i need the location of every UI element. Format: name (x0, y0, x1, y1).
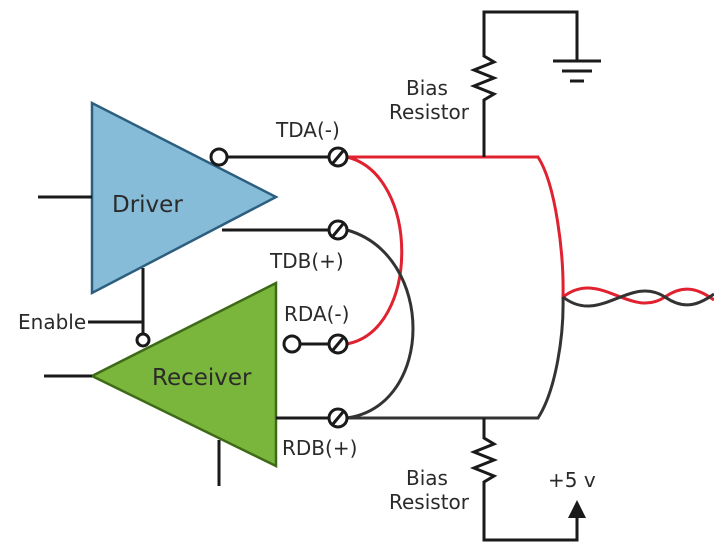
receiver-label: Receiver (152, 365, 252, 391)
top-bias-label-line1: Bias (406, 76, 448, 100)
top-bias-label-line2: Resistor (389, 100, 470, 124)
rda-label: RDA(-) (284, 302, 349, 326)
tda-label: TDA(-) (275, 118, 340, 142)
ground-icon (553, 59, 601, 83)
tdb-rdb-loop-wire (346, 228, 415, 420)
bus-b-wire (347, 296, 565, 420)
rdb-label: RDB(+) (282, 436, 357, 460)
twisted-pair-dark (562, 289, 714, 308)
inverting-bubble-icon (209, 147, 229, 167)
bottom-bias-label-line2: Resistor (389, 490, 470, 514)
receiver-block (89, 280, 278, 469)
supply-arrow-icon (568, 500, 586, 518)
enable-label: Enable (18, 310, 86, 334)
terminal-icon (327, 146, 349, 168)
driver-label: Driver (112, 192, 183, 218)
terminal-icon (327, 333, 349, 355)
bus-a-wire (347, 155, 565, 298)
tda-rda-loop-wire (346, 155, 404, 346)
terminal-icon (327, 219, 349, 241)
terminal-icon (327, 407, 349, 429)
supply-label: +5 v (548, 468, 596, 492)
resistor-icon (469, 10, 579, 108)
resistor-icon (469, 430, 579, 542)
inverting-bubble-icon (282, 334, 302, 354)
tdb-label: TDB(+) (269, 249, 344, 273)
twisted-pair-red (562, 286, 714, 305)
enable-bubble-icon (135, 332, 151, 348)
bottom-bias-label-line1: Bias (406, 466, 448, 490)
